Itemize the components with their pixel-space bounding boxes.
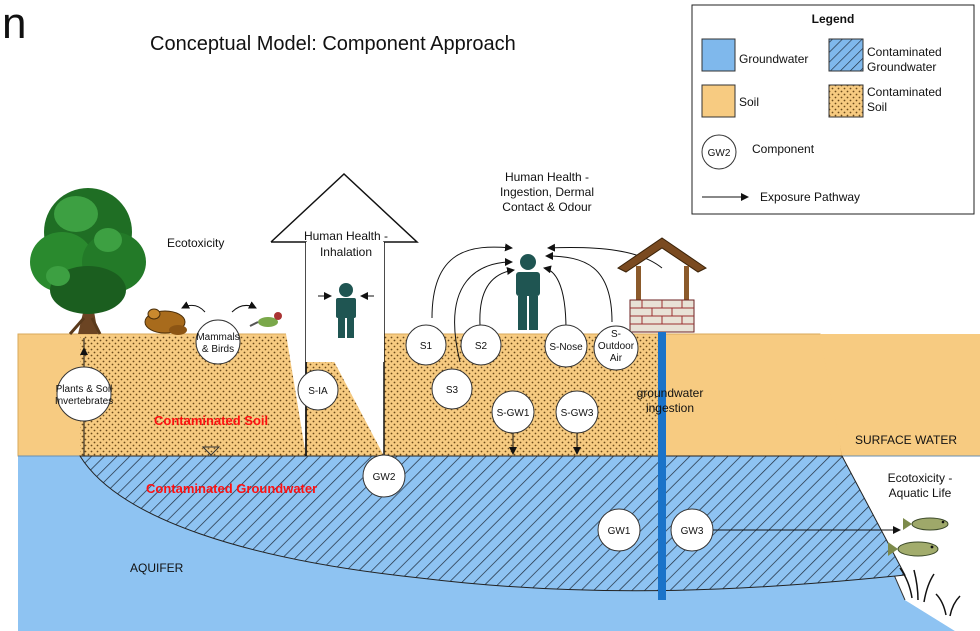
svg-text:Plants & Soil: Plants & Soil [56, 384, 113, 395]
soil-bank [820, 334, 980, 456]
contaminated-groundwater-plume [79, 455, 906, 592]
component-gw3: GW3 [670, 508, 714, 552]
diagram-title: Conceptual Model: Component Approach [150, 33, 516, 55]
aquatic-life-label-1: Ecotoxicity - [888, 471, 953, 485]
component-s-outdoor-air: S- Outdoor Air [593, 325, 639, 371]
component-s1: S1 [405, 324, 447, 366]
svg-text:GW3: GW3 [681, 526, 704, 537]
pathway-mammals-left [181, 301, 206, 313]
svg-text:S-Nose: S-Nose [549, 342, 583, 353]
legend-groundwater-swatch [701, 38, 736, 72]
legend-heading: Legend [812, 12, 855, 26]
legend-contaminated-groundwater-swatch [828, 38, 864, 72]
surface-water-label: SURFACE WATER [855, 433, 957, 447]
component-plants: Plants & Soil Invertebrates [55, 366, 113, 422]
hh-ingestion-label-1: Human Health - [505, 170, 589, 184]
component-s-nose: S-Nose [544, 324, 588, 368]
svg-text:S-GW3: S-GW3 [561, 408, 594, 419]
legend-groundwater-label: Groundwater [739, 52, 808, 66]
fish-illustration-1 [903, 517, 949, 531]
legend: Legend Groundwater Contaminated Groundwa… [691, 4, 975, 215]
corner-mark: n [2, 0, 26, 48]
legend-contaminated-soil-label-1: Contaminated [867, 85, 942, 99]
legend-soil-swatch [701, 84, 736, 118]
legend-pathway-label: Exposure Pathway [760, 190, 860, 204]
component-mammals: Mammals & Birds [195, 319, 241, 365]
pathway-s3 [454, 258, 513, 363]
legend-contaminated-groundwater-label-2: Groundwater [867, 60, 936, 74]
legend-component-circle [701, 134, 737, 170]
component-s3: S3 [431, 368, 473, 410]
legend-contaminated-soil-label-2: Soil [867, 100, 887, 114]
pathway-s1 [431, 243, 513, 319]
contaminated-soil-label: Contaminated Soil [154, 413, 268, 428]
hh-inhalation-label-2: Inhalation [320, 245, 372, 259]
well-illustration [617, 237, 707, 333]
legend-component-label: Component [752, 142, 815, 156]
svg-text:& Birds: & Birds [202, 344, 234, 355]
component-s-ia: S-IA [297, 369, 339, 411]
component-s-gw3: S-GW3 [555, 390, 599, 434]
svg-text:S-IA: S-IA [308, 386, 328, 397]
pathway-well [547, 243, 663, 269]
pathway-s-outdoor [545, 252, 613, 323]
ecotoxicity-label: Ecotoxicity [167, 236, 224, 250]
svg-text:GW2: GW2 [373, 472, 396, 483]
svg-text:S3: S3 [446, 385, 459, 396]
svg-text:S2: S2 [475, 341, 488, 352]
person-outdoor [516, 254, 540, 330]
frog-illustration [144, 308, 187, 335]
svg-text:Invertebrates: Invertebrates [55, 396, 113, 407]
fish-illustration-2 [888, 541, 939, 557]
well-pipe [658, 332, 666, 600]
hh-inhalation-label-1: Human Health - [304, 229, 388, 243]
legend-soil-label: Soil [739, 95, 759, 109]
groundwater-ingestion-label-2: ingestion [646, 401, 694, 415]
component-s-gw1: S-GW1 [491, 390, 535, 434]
legend-component-sample: GW2 [708, 148, 731, 159]
svg-text:GW1: GW1 [608, 526, 631, 537]
component-gw1: GW1 [597, 508, 641, 552]
contaminated-groundwater-label: Contaminated Groundwater [146, 481, 317, 496]
aquifer-label: AQUIFER [130, 561, 184, 575]
hh-ingestion-label-3: Contact & Odour [502, 200, 591, 214]
legend-contaminated-soil-swatch [828, 84, 864, 118]
hh-ingestion-label-2: Ingestion, Dermal [500, 185, 594, 199]
svg-text:S-GW1: S-GW1 [497, 408, 530, 419]
reeds-illustration [899, 567, 961, 617]
svg-text:Outdoor: Outdoor [598, 341, 635, 352]
component-s2: S2 [460, 324, 502, 366]
bird-illustration [249, 312, 282, 327]
person-indoor [336, 283, 356, 338]
pathway-mammals-right [231, 301, 257, 313]
tree-illustration [30, 188, 146, 335]
aquatic-life-label-2: Aquatic Life [889, 486, 952, 500]
svg-text:Air: Air [610, 353, 623, 364]
pathway-s2 [479, 267, 515, 326]
water-table-symbol [201, 446, 221, 456]
legend-contaminated-groundwater-label-1: Contaminated [867, 45, 942, 59]
svg-text:S-: S- [611, 329, 621, 340]
component-gw2: GW2 [362, 454, 406, 498]
pathway-s-nose [543, 265, 567, 331]
svg-text:S1: S1 [420, 341, 433, 352]
svg-text:Mammals: Mammals [196, 332, 239, 343]
groundwater-ingestion-label-1: groundwater [637, 386, 704, 400]
